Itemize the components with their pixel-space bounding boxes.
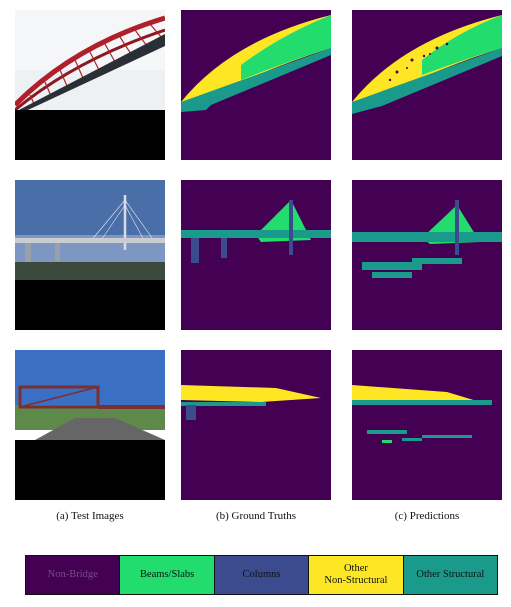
caption-test-images: (a) Test Images bbox=[56, 510, 124, 522]
legend-columns: Columns bbox=[214, 556, 310, 594]
test-image-2 bbox=[15, 180, 165, 330]
test-image-3 bbox=[15, 350, 165, 500]
legend-other-structural: Other Structural bbox=[403, 556, 498, 594]
ground-truth-1 bbox=[181, 10, 331, 160]
legend-non-bridge: Non-Bridge bbox=[26, 556, 121, 594]
prediction-2 bbox=[352, 180, 502, 330]
legend: Non-Bridge Beams/Slabs Columns Other Non… bbox=[25, 555, 498, 595]
caption-ground-truths: (b) Ground Truths bbox=[215, 510, 297, 522]
test-image-1 bbox=[15, 10, 165, 160]
ground-truth-2 bbox=[181, 180, 331, 330]
ground-truth-3 bbox=[181, 350, 331, 500]
prediction-1 bbox=[352, 10, 502, 160]
caption-predictions: (c) Predictions bbox=[394, 510, 460, 522]
legend-other-non-structural: Other Non-Structural bbox=[309, 556, 404, 594]
prediction-3 bbox=[352, 350, 502, 500]
legend-beams-slabs: Beams/Slabs bbox=[120, 556, 215, 594]
